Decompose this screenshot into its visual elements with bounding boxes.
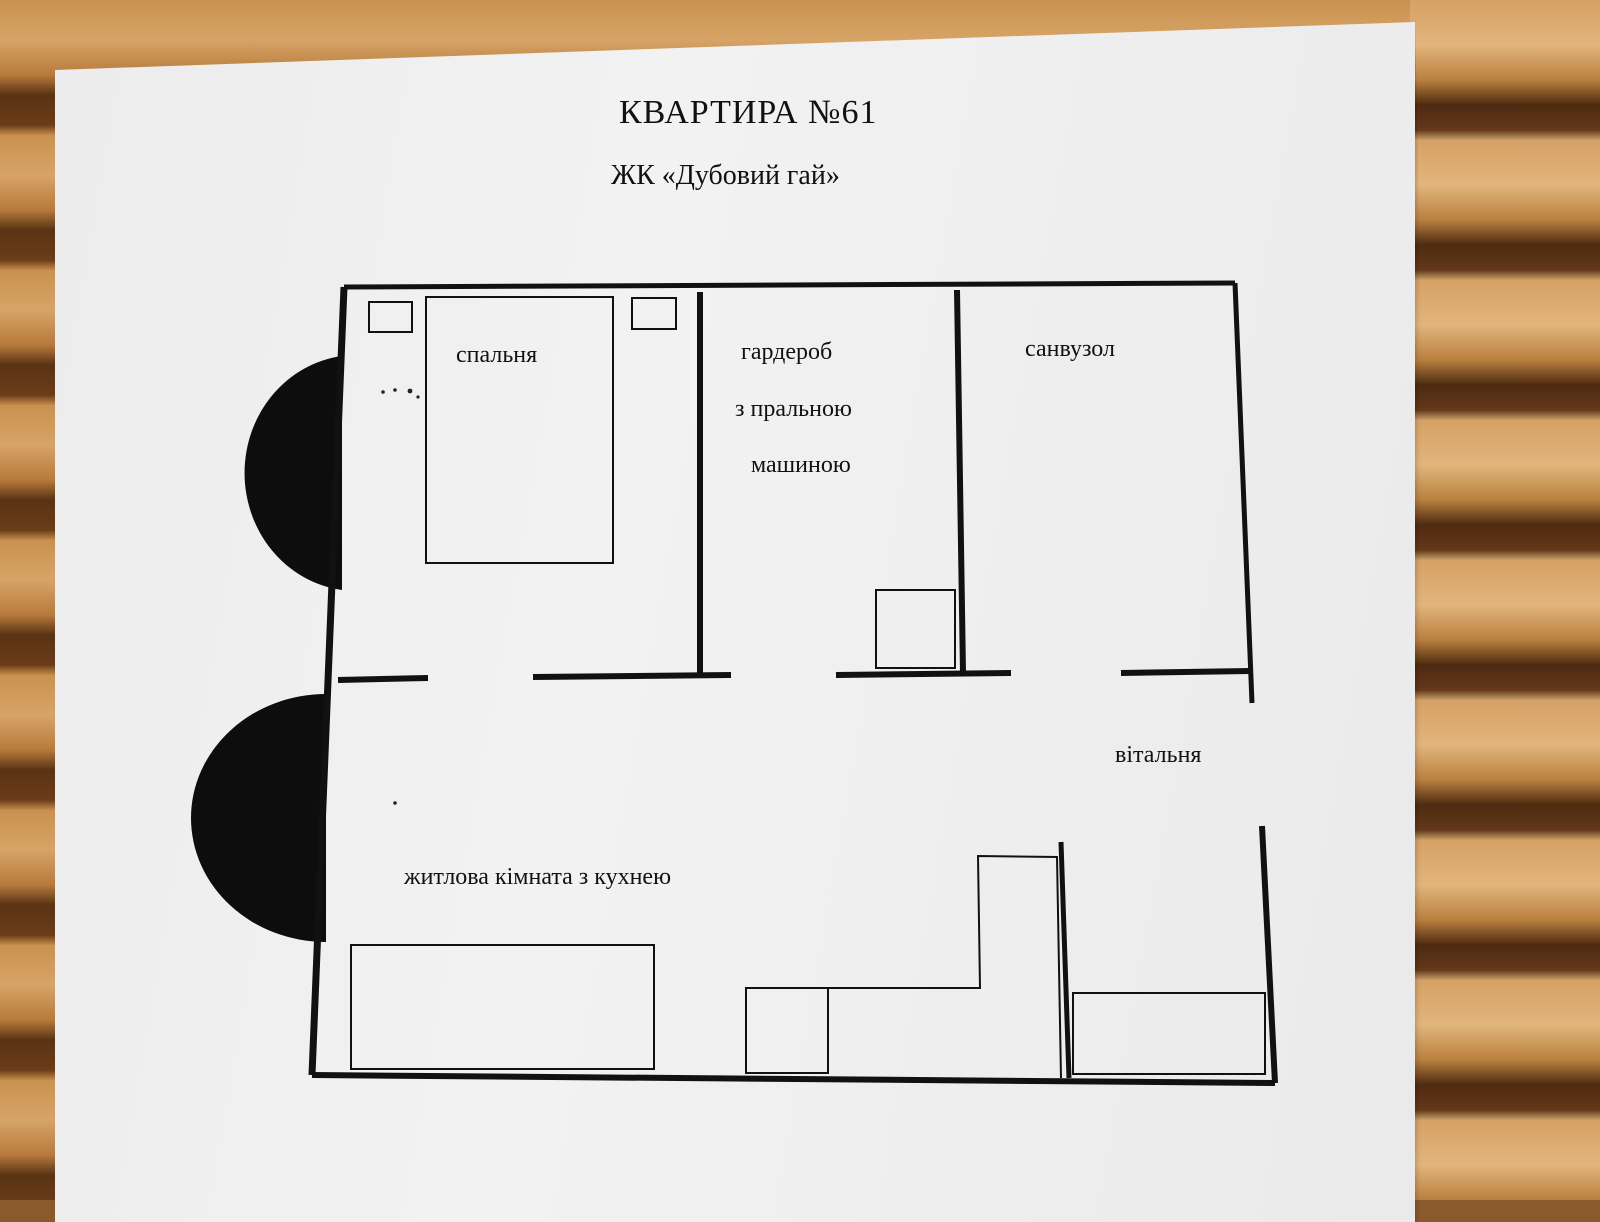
outer-wall-right-upper: [1232, 282, 1255, 704]
room-label-wardrobe-1: гардероб: [741, 339, 833, 365]
wooden-table-background-right: [1410, 0, 1600, 1200]
wall-bedroom-bottom-right: [532, 672, 732, 680]
wall-bathroom-bottom: [1120, 668, 1251, 676]
hallway-cabinet: [1072, 992, 1266, 1075]
sofa: [350, 944, 655, 1070]
wall-bedroom-bottom-left: [337, 675, 429, 683]
room-label-living-kitchen: житлова кімната з кухнею: [404, 864, 672, 890]
wall-wardrobe-bottom: [835, 670, 1012, 678]
room-label-bedroom: спальня: [456, 342, 538, 368]
partition-hallway: [1058, 841, 1072, 1079]
bed: [425, 296, 614, 564]
document-subtitle: ЖК «Дубовий гай»: [611, 160, 840, 191]
outer-wall-left: [308, 286, 348, 1076]
nightstand-left: [368, 301, 413, 333]
outer-wall-top: [343, 280, 1236, 290]
room-label-hallway: вітальня: [1115, 742, 1202, 768]
room-label-wardrobe-3: машиною: [751, 452, 851, 478]
kitchen-counter: [828, 854, 1062, 1079]
document-title: КВАРТИРА №61: [619, 94, 878, 131]
outer-wall-bottom: [311, 1072, 1276, 1086]
washing-machine: [875, 589, 956, 669]
living-window: [191, 694, 326, 942]
paper-sheet: [55, 22, 1415, 1222]
room-label-wardrobe-2: з пральною: [735, 396, 852, 422]
ink-specks: [381, 388, 420, 805]
nightstand-right: [631, 297, 677, 330]
partition-wardrobe-bathroom: [954, 289, 966, 674]
bedroom-window: [244, 356, 342, 590]
kitchen-cabinet: [745, 987, 829, 1074]
outer-wall-right-lower: [1259, 825, 1278, 1084]
room-label-bathroom: санвузол: [1025, 336, 1115, 362]
